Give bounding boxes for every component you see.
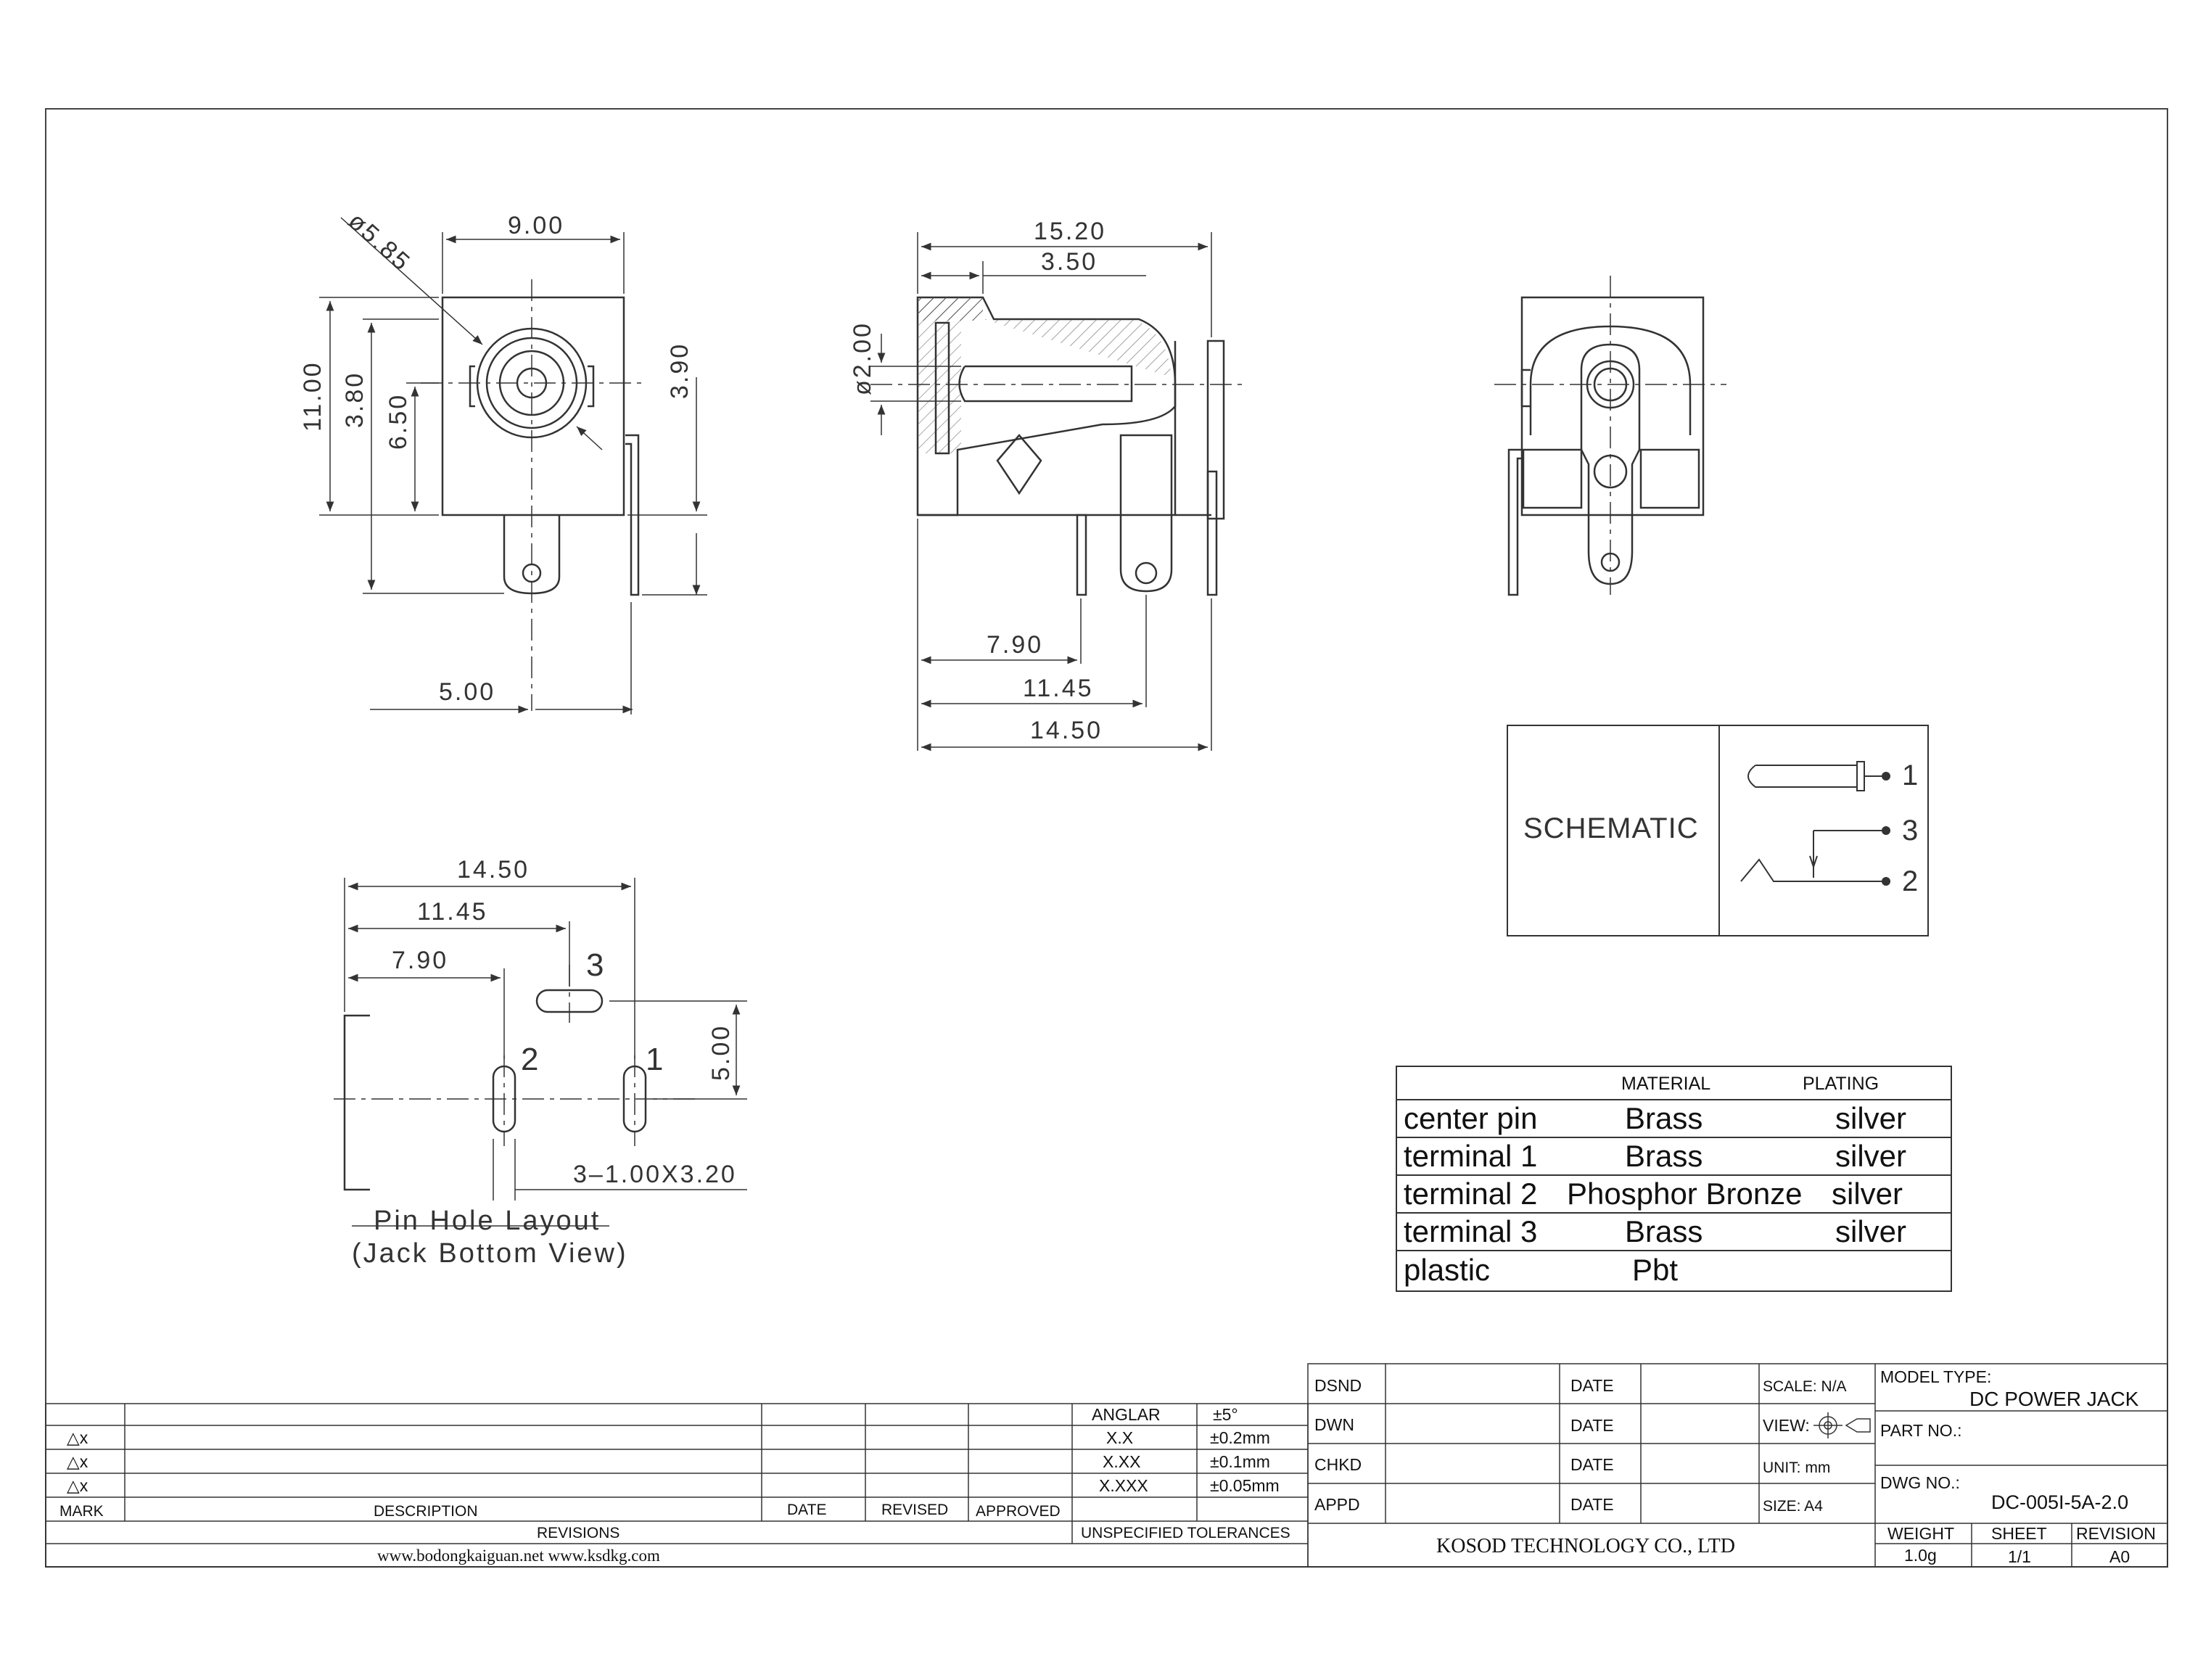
projection-symbol-icon xyxy=(1813,1412,1871,1438)
tb-view: VIEW: xyxy=(1763,1416,1810,1435)
schematic-label: SCHEMATIC xyxy=(1523,812,1699,844)
tb-weight-label: WEIGHT xyxy=(1887,1524,1954,1543)
front-h-low-dim: 6.50 xyxy=(384,393,412,450)
tb-dwg-no: DC-005I-5A-2.0 xyxy=(1991,1491,2128,1513)
pin-caption-2: (Jack Bottom View) xyxy=(352,1238,628,1269)
side-pin-dia-dim: ø2.00 xyxy=(849,321,876,395)
tb-size: SIZE: A4 xyxy=(1763,1498,1823,1515)
schematic-pin-1: 1 xyxy=(1902,759,1920,791)
material-row-plating: silver xyxy=(1835,1101,1906,1135)
tb-sheet-label: SHEET xyxy=(1991,1524,2047,1543)
revision-col-mark: MARK xyxy=(59,1503,104,1520)
tb-scale: SCALE: N/A xyxy=(1763,1378,1847,1395)
tb-chkd: CHKD xyxy=(1314,1455,1362,1474)
tolerance-value: ±0.05mm xyxy=(1210,1476,1280,1495)
tb-revision-label: REVISION xyxy=(2076,1524,2156,1543)
material-row-material: Phosphor Bronze xyxy=(1567,1177,1803,1211)
tolerance-value: ±0.1mm xyxy=(1210,1452,1270,1471)
side-body-len-dim: 14.50 xyxy=(1030,717,1103,744)
side-total-len-dim: 15.20 xyxy=(1034,218,1106,245)
front-diameter-dim: ø5.85 xyxy=(343,207,416,277)
material-row-part: terminal 3 xyxy=(1404,1214,1537,1248)
tb-date-chkd: DATE xyxy=(1570,1455,1614,1474)
revisions-title: REVISIONS xyxy=(537,1525,619,1541)
material-row-material: Brass xyxy=(1625,1101,1702,1135)
tb-model-type-label: MODEL TYPE: xyxy=(1880,1367,1991,1386)
material-row-part: plastic xyxy=(1404,1253,1490,1287)
tb-model-type: DC POWER JACK xyxy=(1969,1388,2139,1410)
side-tip-len-dim: 3.50 xyxy=(1041,248,1098,276)
pin-dim-790: 7.90 xyxy=(392,947,448,974)
tolerance-label: X.X xyxy=(1106,1428,1133,1447)
tolerance-value: ±5° xyxy=(1213,1405,1238,1424)
front-width-dim: 9.00 xyxy=(508,212,564,239)
tb-dsnd: DSND xyxy=(1314,1376,1362,1395)
tb-weight: 1.0g xyxy=(1904,1546,1937,1565)
material-row-material: Brass xyxy=(1625,1139,1702,1173)
tb-date-dsnd: DATE xyxy=(1570,1376,1614,1395)
materials-header-material: MATERIAL xyxy=(1621,1074,1710,1094)
front-height-dim: 11.00 xyxy=(299,361,326,432)
material-row-part: terminal 2 xyxy=(1404,1177,1537,1211)
side-pin3-pos-dim: 11.45 xyxy=(1023,675,1094,702)
pin-label-3: 3 xyxy=(586,947,606,983)
materials-table xyxy=(1396,1066,1952,1292)
pin-slot-note: 3–1.00X3.20 xyxy=(573,1161,737,1188)
material-row-plating: silver xyxy=(1835,1214,1906,1248)
revision-mark: △x xyxy=(67,1476,88,1495)
company-websites: www.bodongkaiguan.net www.ksdkg.com xyxy=(377,1547,660,1565)
material-row-plating: silver xyxy=(1835,1139,1906,1173)
tb-appd: APPD xyxy=(1314,1495,1360,1514)
tb-revision: A0 xyxy=(2109,1547,2130,1566)
revision-mark: △x xyxy=(67,1428,88,1447)
pin-label-1: 1 xyxy=(646,1042,665,1077)
material-row-part: terminal 1 xyxy=(1404,1139,1537,1173)
tb-part-no-label: PART NO.: xyxy=(1880,1421,1961,1440)
pin-layout xyxy=(334,878,747,1227)
tolerance-label: X.XXX xyxy=(1099,1476,1148,1495)
material-row-material: Brass xyxy=(1625,1214,1702,1248)
pin-dim-500: 5.00 xyxy=(707,1024,735,1081)
tolerances-title: UNSPECIFIED TOLERANCES xyxy=(1081,1525,1290,1541)
tolerance-label: X.XX xyxy=(1103,1452,1140,1471)
tolerance-label: ANGLAR xyxy=(1092,1405,1161,1424)
schematic-box xyxy=(1507,725,1929,936)
tb-dwn: DWN xyxy=(1314,1415,1354,1434)
pin-caption-1: Pin Hole Layout xyxy=(374,1206,601,1236)
tolerance-value: ±0.2mm xyxy=(1210,1428,1270,1447)
tb-date-appd: DATE xyxy=(1570,1495,1614,1514)
title-block-grid xyxy=(1307,1363,2168,1568)
revision-col-description: DESCRIPTION xyxy=(374,1503,478,1520)
revision-col-approved: APPROVED xyxy=(976,1503,1061,1520)
front-right-h-dim: 3.90 xyxy=(666,342,693,399)
pin-dim-1450: 14.50 xyxy=(457,856,530,884)
revision-mark: △x xyxy=(67,1452,88,1471)
material-row-material: Pbt xyxy=(1632,1253,1678,1287)
side-view xyxy=(870,232,1248,752)
materials-header-plating: PLATING xyxy=(1803,1074,1879,1094)
pin-dim-1145: 11.45 xyxy=(417,898,488,926)
schematic-pin-2: 2 xyxy=(1902,865,1920,897)
revision-col-date: DATE xyxy=(787,1502,826,1518)
revision-col-revised: REVISED xyxy=(881,1502,948,1518)
schematic-dots xyxy=(1882,772,1890,886)
material-row-plating: silver xyxy=(1832,1177,1903,1211)
front-h-mid-dim: 3.80 xyxy=(341,371,368,428)
tb-dwg-no-label: DWG NO.: xyxy=(1880,1473,1960,1492)
tb-unit: UNIT: mm xyxy=(1763,1459,1830,1476)
tb-company: KOSOD TECHNOLOGY CO., LTD xyxy=(1436,1535,1735,1557)
material-row-part: center pin xyxy=(1404,1101,1537,1135)
schematic-pin-3: 3 xyxy=(1902,815,1920,847)
tb-sheet: 1/1 xyxy=(2008,1547,2031,1566)
front-pin-offset-dim: 5.00 xyxy=(439,678,495,706)
back-view xyxy=(1494,276,1726,596)
pin-label-2: 2 xyxy=(521,1042,540,1077)
revision-block-grid xyxy=(45,1403,1309,1568)
front-view xyxy=(319,217,707,715)
tb-date-dwn: DATE xyxy=(1570,1416,1614,1435)
side-pin2-pos-dim: 7.90 xyxy=(987,631,1043,659)
